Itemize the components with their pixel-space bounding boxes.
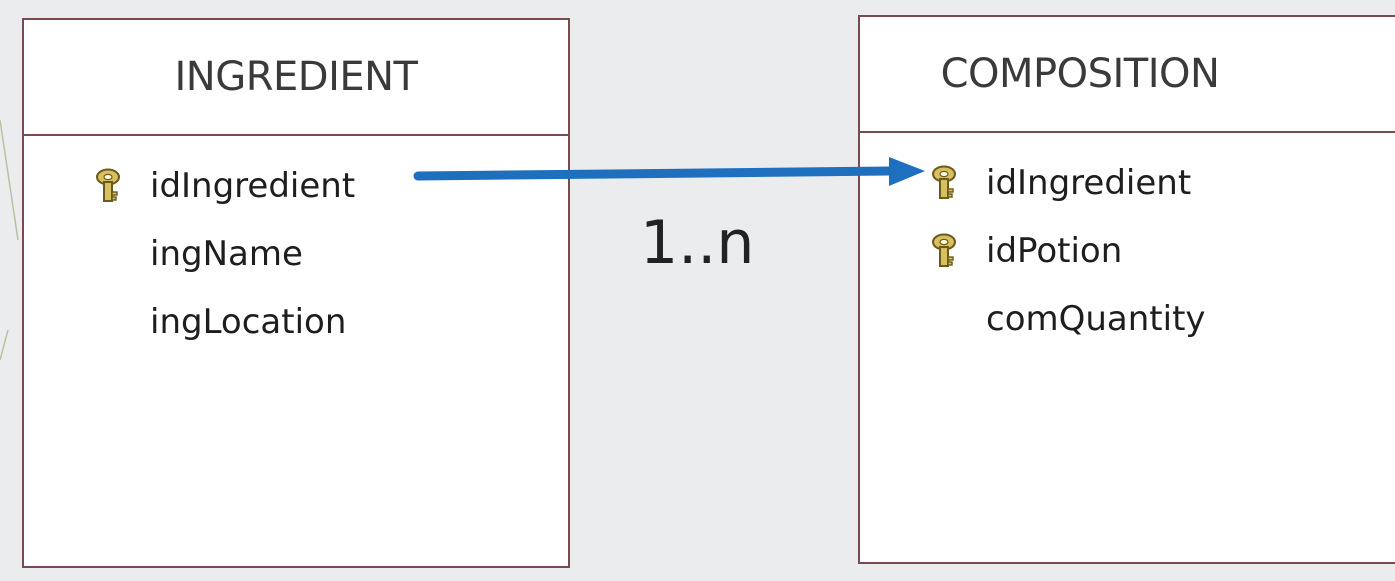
field-name: idPotion bbox=[986, 231, 1123, 271]
field-list: idIngredient ingName ingLocation bbox=[24, 136, 568, 356]
decorative-corner-line bbox=[0, 119, 19, 361]
table-composition[interactable]: COMPOSITION idIngredient bbox=[858, 15, 1395, 564]
table-ingredient[interactable]: INGREDIENT idIngredient ingName ingLocat… bbox=[22, 18, 570, 568]
field-row-idingredient[interactable]: idIngredient bbox=[24, 152, 568, 220]
field-name: ingName bbox=[150, 234, 303, 274]
key-icon bbox=[93, 168, 123, 204]
field-name: comQuantity bbox=[986, 299, 1206, 339]
key-icon bbox=[929, 165, 959, 201]
table-title: INGREDIENT bbox=[24, 20, 568, 136]
field-row-idpotion[interactable]: idPotion bbox=[860, 217, 1395, 285]
table-title: COMPOSITION bbox=[860, 17, 1395, 133]
relationship-cardinality: 1..n bbox=[640, 208, 755, 278]
field-row-idingredient[interactable]: idIngredient bbox=[860, 149, 1395, 217]
key-icon bbox=[929, 233, 959, 269]
field-row-ingname[interactable]: ingName bbox=[24, 220, 568, 288]
field-name: idIngredient bbox=[150, 166, 356, 206]
field-icon-placeholder bbox=[93, 236, 123, 272]
field-name: ingLocation bbox=[150, 302, 347, 342]
field-icon-placeholder bbox=[93, 304, 123, 340]
field-row-comquantity[interactable]: comQuantity bbox=[860, 285, 1395, 353]
field-row-inglocation[interactable]: ingLocation bbox=[24, 288, 568, 356]
field-list: idIngredient idPotion comQuantity bbox=[860, 133, 1395, 353]
field-icon-placeholder bbox=[929, 301, 959, 337]
field-name: idIngredient bbox=[986, 163, 1192, 203]
